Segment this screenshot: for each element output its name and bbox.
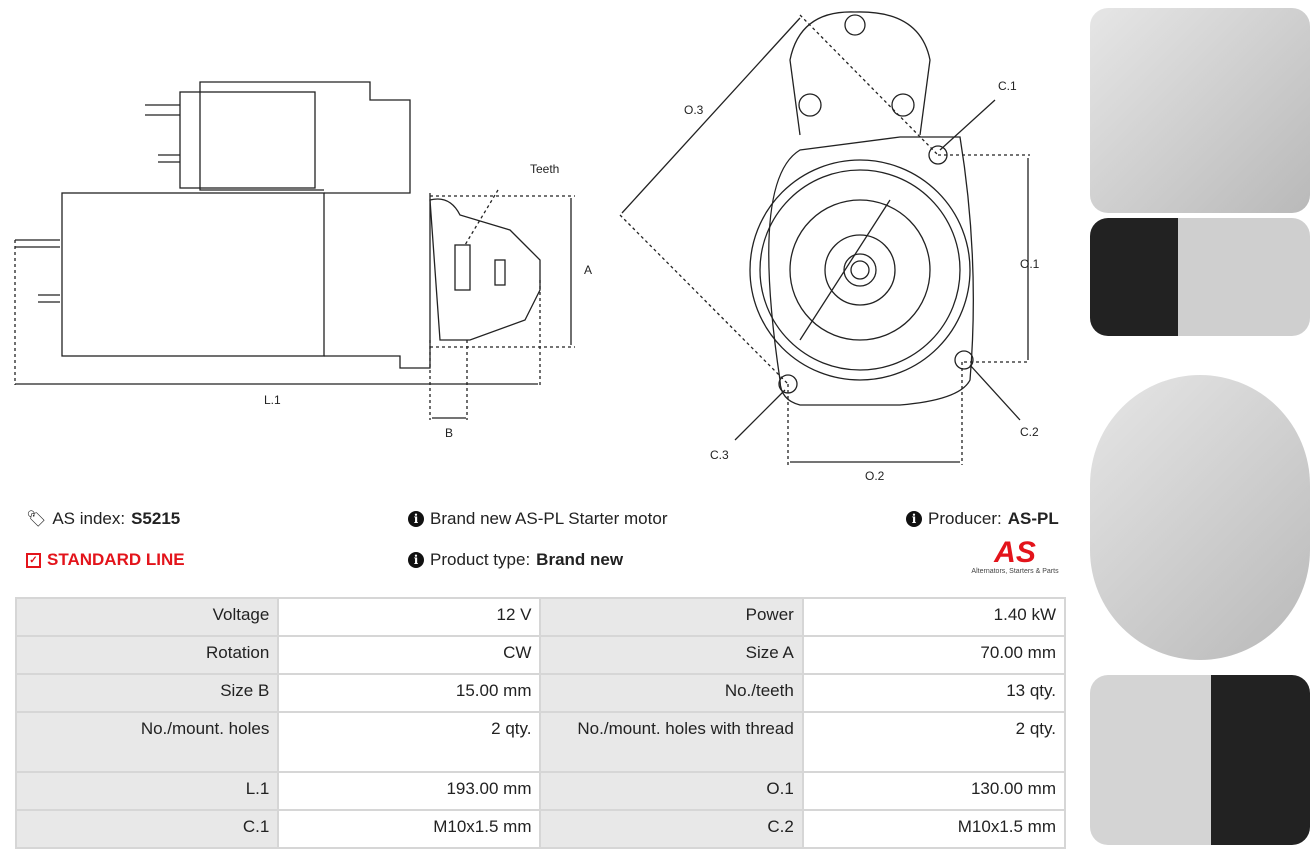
spec-key: C.2 [539, 809, 804, 849]
tags-icon: 🏷 [26, 511, 47, 528]
product-photo-side-2[interactable] [1090, 675, 1310, 845]
spec-value: 70.00 mm [801, 635, 1067, 675]
spec-value: 15.00 mm [277, 673, 542, 713]
spec-value: 13 qty. [801, 673, 1067, 713]
spec-key: Voltage [14, 597, 280, 637]
spec-value: 2 qty. [801, 711, 1067, 773]
spec-key: No./teeth [539, 673, 804, 713]
teeth-label: Teeth [530, 162, 559, 176]
producer-value: AS-PL [1007, 509, 1059, 528]
logo-mark: AS [962, 538, 1068, 568]
dimension-a-label: A [584, 263, 592, 277]
c2-label: C.2 [1020, 425, 1039, 439]
info-icon: i [906, 511, 922, 527]
as-index: 🏷 AS index: S5215 [26, 509, 180, 529]
product-type: i Product type: Brand new [408, 550, 623, 570]
logo-tagline: Alternators, Starters & Parts [971, 568, 1059, 575]
spec-key: No./mount. holes [14, 711, 280, 773]
c3-label: C.3 [710, 448, 729, 462]
dimension-l1-label: L.1 [264, 393, 281, 407]
as-pl-logo: AS Alternators, Starters & Parts [962, 538, 1068, 575]
info-icon: i [408, 552, 424, 568]
side-view-drawing: Teeth A L.1 B [14, 81, 592, 440]
check-square-icon: ✓ [26, 552, 41, 568]
o1-label: O.1 [1020, 257, 1040, 271]
spec-key: Power [539, 597, 804, 637]
product-photo-front[interactable] [1090, 8, 1310, 213]
spec-key: C.1 [14, 809, 280, 849]
spec-value: 193.00 mm [277, 771, 542, 811]
c1-label: C.1 [998, 79, 1017, 93]
description-text: Brand new AS-PL Starter motor [430, 509, 668, 528]
producer: i Producer: AS-PL [906, 509, 1059, 529]
product-type-value: Brand new [536, 550, 624, 569]
spec-key: Size A [539, 635, 804, 675]
spec-value: M10x1.5 mm [801, 809, 1067, 849]
product-type-label: Product type: [430, 550, 531, 569]
spec-key: L.1 [14, 771, 280, 811]
spec-value: M10x1.5 mm [277, 809, 542, 849]
spec-value: 1.40 kW [801, 597, 1067, 637]
product-photo-rear[interactable] [1090, 375, 1310, 660]
spec-value: CW [277, 635, 542, 675]
spec-key: No./mount. holes with thread [539, 711, 804, 773]
motor-body [61, 192, 325, 357]
o2-label: O.2 [865, 469, 885, 483]
standard-line-label: STANDARD LINE [47, 550, 185, 569]
info-icon: i [408, 511, 424, 527]
producer-label: Producer: [928, 509, 1002, 528]
as-index-label: AS index: [52, 509, 126, 528]
spec-value: 130.00 mm [801, 771, 1067, 811]
spec-key: O.1 [539, 771, 804, 811]
as-index-value: S5215 [131, 509, 181, 528]
spec-key: Size B [14, 673, 280, 713]
front-view-drawing: C.1 O.1 O.3 C.2 C.3 O.2 [619, 11, 1040, 483]
spec-key: Rotation [14, 635, 280, 675]
spec-value: 12 V [277, 597, 542, 637]
standard-line-badge: ✓ STANDARD LINE [26, 550, 185, 570]
spec-value: 2 qty. [277, 711, 542, 773]
product-photo-side[interactable] [1090, 218, 1310, 336]
dimension-b-label: B [445, 426, 453, 440]
description: i Brand new AS-PL Starter motor [408, 509, 667, 529]
o3-label: O.3 [684, 103, 704, 117]
